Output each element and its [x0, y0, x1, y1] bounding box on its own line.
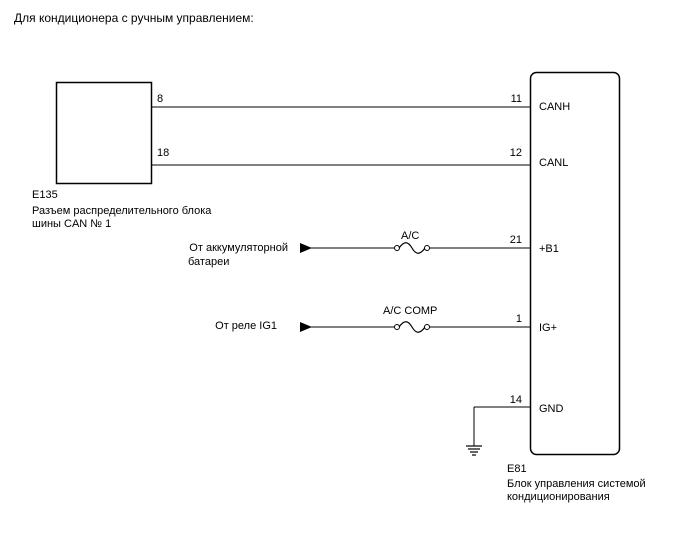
source-battery-line2: батареи: [188, 256, 230, 268]
e81-code: E81: [507, 463, 527, 475]
e135-desc-line2: шины CAN № 1: [32, 218, 112, 230]
ig-wire: [300, 321, 531, 333]
e81-ecu-box: [529, 71, 621, 456]
fuse-ac-comp-symbol: [398, 321, 426, 333]
source-ig1: От реле IG1: [215, 320, 277, 332]
page-title: Для кондиционера с ручным управлением:: [14, 11, 254, 25]
ecu-terminal-ig: IG+: [539, 322, 558, 334]
ecu-pin-21: 21: [509, 234, 522, 246]
source-battery-line1: От аккумуляторной: [189, 242, 288, 254]
ecu-terminal-b1: +B1: [539, 243, 559, 255]
e135-pin-canl: 18: [157, 147, 170, 159]
fuse-ac-symbol: [398, 242, 426, 254]
e135-code: E135: [32, 189, 58, 201]
ground-icon: [466, 445, 482, 456]
e81-desc-line2: кондиционирования: [507, 491, 610, 503]
ecu-pin-1: 1: [515, 313, 522, 325]
gnd-wire: [466, 406, 531, 456]
e135-connector-box: [55, 81, 153, 185]
b1-wire: [300, 242, 531, 254]
e81-desc-line1: Блок управления системой: [507, 478, 646, 490]
e135-pin-canh: 8: [157, 93, 164, 105]
fuse-ac-comp-label: A/C COMP: [383, 305, 438, 317]
ecu-pin-14: 14: [509, 394, 522, 406]
ecu-terminal-canh: CANH: [539, 101, 571, 113]
ecu-terminal-canl: CANL: [539, 157, 569, 169]
e135-desc-line1: Разъем распределительного блока: [32, 205, 212, 217]
fuse-ac-label: A/C: [401, 230, 420, 242]
ecu-pin-11: 11: [510, 93, 522, 105]
ecu-pin-12: 12: [509, 147, 522, 159]
ecu-terminal-gnd: GND: [539, 403, 564, 415]
